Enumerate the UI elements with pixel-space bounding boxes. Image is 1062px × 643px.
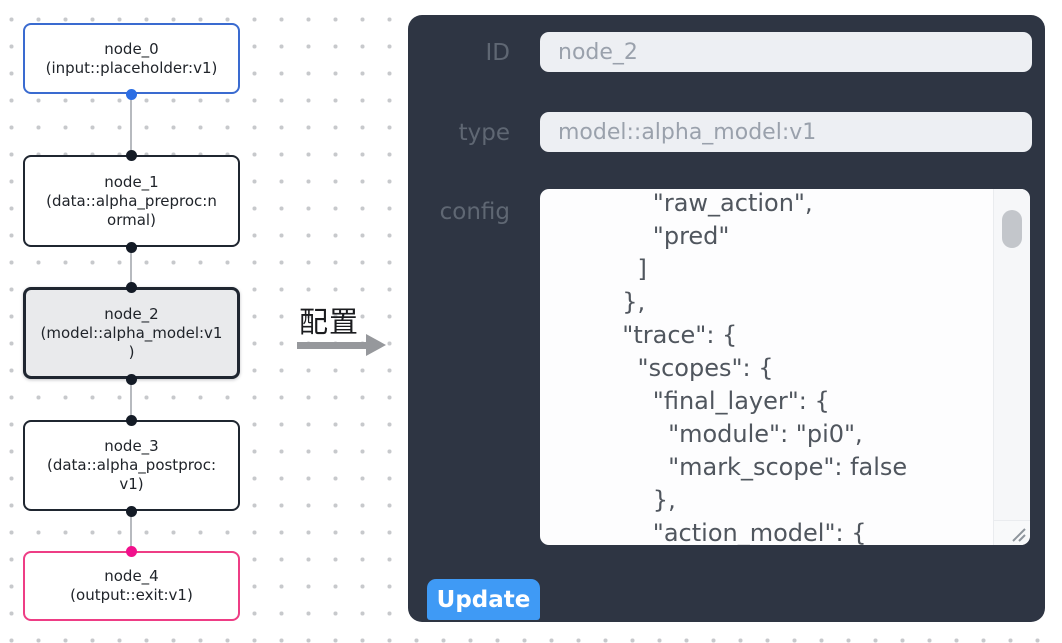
editor-scrollbar-thumb[interactable] <box>1002 210 1022 248</box>
node-title: node_3 <box>104 437 159 455</box>
edge-node3-node4 <box>130 511 132 551</box>
port-node2-output[interactable] <box>126 374 137 385</box>
update-button[interactable]: Update <box>427 579 540 620</box>
config-json-editor[interactable]: "raw_action", "pred" ] }, "trace": { "sc… <box>540 189 1030 545</box>
node-subtitle: (output::exit:v1) <box>70 586 193 604</box>
node-title: node_2 <box>104 304 159 323</box>
id-field-label: ID <box>485 40 511 66</box>
config-field-label: config <box>439 199 510 225</box>
port-node1-input[interactable] <box>126 150 137 161</box>
port-node3-output[interactable] <box>126 506 137 517</box>
flow-node-node_4[interactable]: node_4 (output::exit:v1) <box>23 551 240 621</box>
node-title: node_0 <box>104 39 159 58</box>
node-subtitle: (data::alpha_preproc:n ormal) <box>46 191 217 229</box>
id-input[interactable] <box>540 32 1032 72</box>
right-arrow-icon <box>297 342 367 349</box>
port-node4-input[interactable] <box>126 546 137 557</box>
editor-scrollbar-track[interactable] <box>993 189 1030 520</box>
node-title: node_4 <box>104 567 159 585</box>
node-subtitle: (model::alpha_model:v1 ) <box>40 323 223 361</box>
configure-label: 配置 <box>299 305 360 339</box>
port-node1-output[interactable] <box>126 242 137 253</box>
flow-node-node_0[interactable]: node_0 (input::placeholder:v1) <box>23 23 240 94</box>
flow-node-node_3[interactable]: node_3 (data::alpha_postproc: v1) <box>23 420 240 511</box>
node-subtitle: (input::placeholder:v1) <box>45 58 218 77</box>
resize-grip-icon <box>1012 528 1026 542</box>
node-title: node_1 <box>104 172 159 191</box>
type-field-label: type <box>458 120 510 146</box>
node-subtitle: (data::alpha_postproc: v1) <box>46 456 217 493</box>
flow-node-node_2[interactable]: node_2 (model::alpha_model:v1 ) <box>23 287 240 379</box>
port-node3-input[interactable] <box>126 415 137 426</box>
config-json-text: "raw_action", "pred" ] }, "trace": { "sc… <box>622 189 908 545</box>
type-input[interactable] <box>540 112 1032 152</box>
edge-node2-node3 <box>130 379 132 420</box>
edge-node1-node2 <box>130 247 132 287</box>
editor-resize-corner[interactable] <box>993 520 1030 545</box>
port-node2-input[interactable] <box>126 282 137 293</box>
node-config-panel: ID type config "raw_action", "pred" ] },… <box>408 15 1045 622</box>
port-node0-output[interactable] <box>126 89 137 100</box>
right-arrow-head-icon <box>366 334 386 356</box>
edge-node0-node1 <box>130 94 132 155</box>
flow-node-node_1[interactable]: node_1 (data::alpha_preproc:n ormal) <box>23 155 240 247</box>
